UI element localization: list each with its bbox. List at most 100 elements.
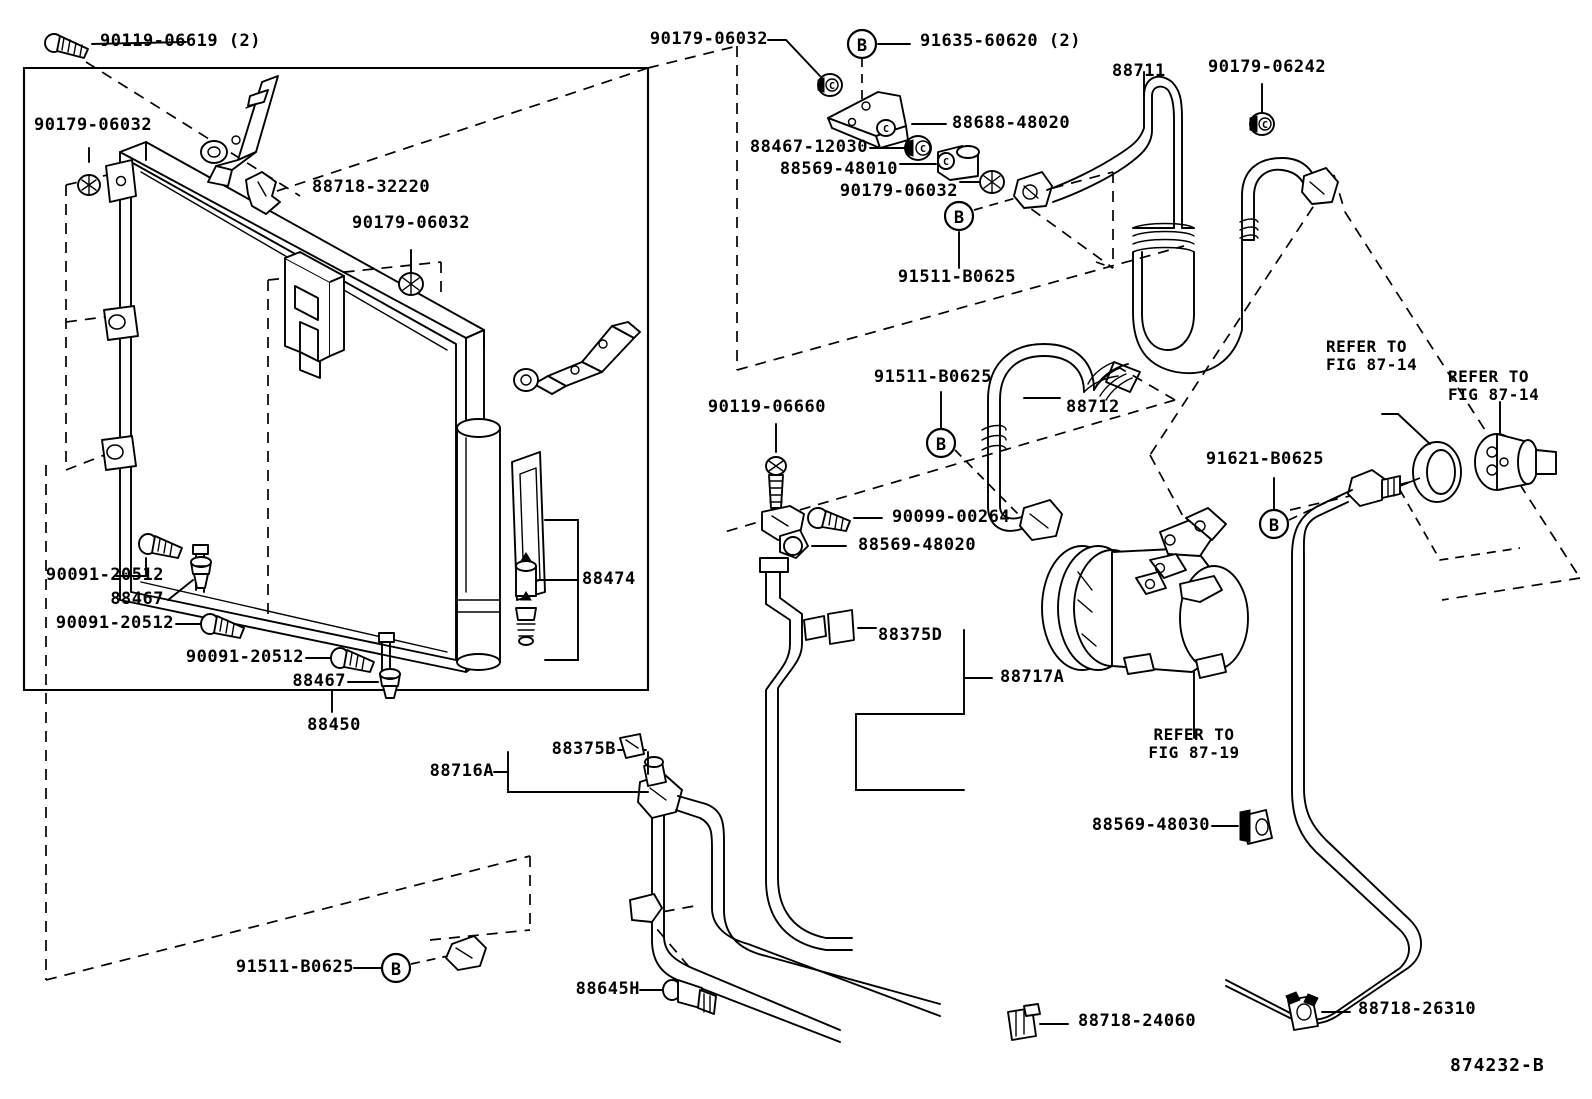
clamp-88569-48020	[761, 505, 809, 559]
refer-87-14-a-line1: REFER TO	[1326, 337, 1408, 356]
label-91635-60620: 91635-60620 (2)	[920, 31, 1082, 51]
label-91621-B0625: 91621-B0625	[1205, 449, 1324, 469]
marker-b-oring: B	[1258, 477, 1349, 540]
label-88467-a: 88467	[110, 589, 164, 609]
oring-88375B	[619, 733, 645, 759]
refer-87-14-a-line2: FIG 87-14	[1326, 354, 1418, 374]
pipe-lower-right-long	[1225, 489, 1422, 1025]
svg-text:C: C	[920, 144, 926, 155]
dash-seal-lower	[1399, 489, 1521, 561]
screw-90119-06660	[765, 456, 787, 509]
assembly-dashed-guides	[45, 45, 1581, 981]
grommet-88467-12030: C	[904, 135, 932, 161]
label-90091-20512-a: 90091-20512	[45, 565, 164, 585]
label-88712: 88712	[1066, 397, 1120, 417]
condenser-frame-box	[22, 66, 650, 692]
hose-fitting-upper	[1013, 171, 1053, 209]
label-90119-06619: 90119-06619 (2)	[100, 31, 262, 51]
label-90179-06032-left: 90179-06032	[34, 115, 153, 135]
clip-88718-26310	[1285, 991, 1319, 1031]
bracket-88474-lead	[544, 519, 579, 661]
label-refer-87-19: REFER TO FIG 87-19	[1128, 726, 1260, 762]
label-91511-B0625-mid: 91511-B0625	[897, 267, 1016, 287]
hose-end-connector-right	[1301, 167, 1339, 205]
bracket-88717A-1	[855, 629, 965, 715]
receiver-drier	[456, 418, 501, 671]
grommet-88467-b	[379, 668, 401, 699]
label-88569-48030: 88569-48030	[1091, 815, 1210, 835]
dash-b-mid-connect	[1095, 261, 1114, 269]
label-90119-06660: 90119-06660	[707, 397, 826, 417]
bolt-90091-20512-b	[200, 613, 245, 639]
clip-88718-32220	[245, 171, 281, 215]
svg-text:B: B	[954, 208, 964, 228]
valve-87-14	[1474, 433, 1557, 491]
label-88717A: 88717A	[1000, 667, 1065, 687]
lead-screw-top-left	[91, 41, 187, 45]
svg-text:C: C	[943, 157, 949, 168]
hose-88711	[1046, 75, 1319, 375]
dash-91621-seal	[1399, 477, 1421, 487]
clip-88718-24060	[1007, 1003, 1041, 1041]
svg-text:C: C	[883, 124, 889, 135]
svg-text:C: C	[829, 81, 835, 92]
label-88688-48020: 88688-48020	[952, 113, 1071, 133]
label-91511-B0625-hose: 91511-B0625	[873, 367, 992, 387]
marker-b-lower-left: B	[353, 952, 449, 984]
label-88375D: 88375D	[878, 625, 943, 645]
label-88467-b: 88467	[292, 671, 346, 691]
nut-90179-06032-g2	[979, 170, 1005, 194]
label-90091-20512-b: 90091-20512	[55, 613, 174, 633]
marker-b-mid: B	[943, 197, 1017, 269]
svg-text:B: B	[391, 960, 401, 980]
svg-text:B: B	[936, 435, 946, 455]
lead-seal-87-14a	[1381, 413, 1431, 445]
drier-cap-parts	[515, 552, 537, 646]
lead-c-nut-top	[767, 39, 821, 77]
lead-bolt-a	[115, 557, 147, 577]
compressor	[1041, 507, 1249, 679]
label-90179-06032-center: 90179-06032	[352, 213, 471, 233]
label-88711: 88711	[1112, 61, 1166, 81]
seal-ring-87-14	[1412, 441, 1462, 503]
label-88375B: 88375B	[551, 739, 616, 759]
label-91511-B0625-lower: 91511-B0625	[235, 957, 354, 977]
nut-90179-06242: C	[1249, 112, 1275, 136]
nut-90179-06032-left	[77, 174, 101, 196]
label-88467-12030: 88467-12030	[749, 137, 868, 157]
pipe-fitting-91621	[1347, 469, 1401, 507]
refer-87-19-line2: FIG 87-19	[1148, 742, 1240, 762]
label-88718-24060: 88718-24060	[1078, 1011, 1197, 1031]
svg-text:B: B	[857, 36, 867, 56]
diagram-sheet-code: 874232-B	[1450, 1055, 1545, 1076]
label-90179-06032-topright: 90179-06032	[649, 29, 768, 49]
bracket-88716A	[507, 751, 649, 793]
clamp-88569-48010: C	[937, 145, 980, 181]
label-88718-26310: 88718-26310	[1358, 999, 1477, 1019]
lead-grommet-a	[167, 579, 194, 601]
condenser-upper-bracket-left	[200, 75, 279, 187]
label-88450: 88450	[307, 715, 361, 735]
marker-b-hose: B	[925, 391, 1019, 515]
label-88474: 88474	[582, 569, 636, 589]
label-refer-87-14-a: REFER TO FIG 87-14	[1326, 338, 1417, 374]
condenser-center-bracket	[284, 251, 345, 379]
condenser-upper-bracket-right	[513, 321, 641, 395]
bracket-88688-48020: C	[827, 91, 909, 149]
bracket-88717A-2	[855, 713, 965, 791]
label-88718-32220: 88718-32220	[312, 177, 431, 197]
svg-text:B: B	[1269, 516, 1279, 536]
grommet-88467-a	[190, 556, 212, 589]
bolt-90091-20512-c	[330, 647, 375, 673]
label-88716A: 88716A	[429, 761, 494, 781]
bolt-90099-00264	[807, 507, 851, 532]
clamp-88569-48030	[1239, 809, 1273, 845]
refer-87-19-line1: REFER TO	[1153, 725, 1235, 744]
c-nut-top: C	[817, 73, 843, 97]
hose-88712	[981, 343, 1141, 541]
label-88569-48020: 88569-48020	[858, 535, 977, 555]
pipe-88717A	[759, 557, 855, 951]
label-90099-00264: 90099-00264	[892, 507, 1011, 527]
label-90091-20512-c: 90091-20512	[185, 647, 304, 667]
